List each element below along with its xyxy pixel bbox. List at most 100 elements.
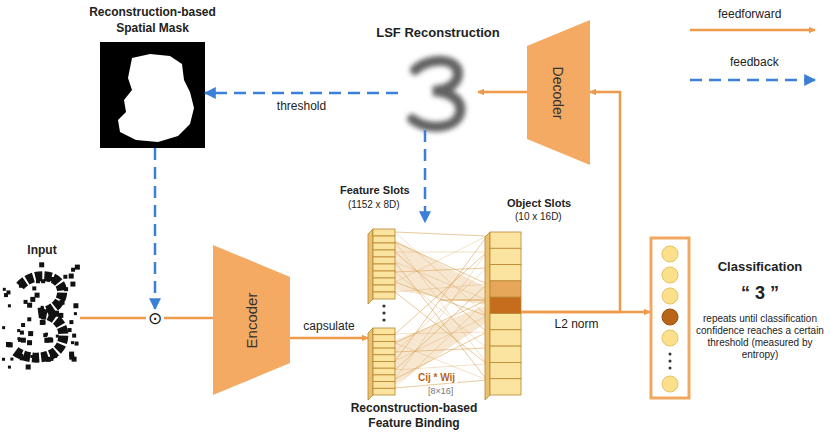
noise-pixel — [40, 320, 45, 325]
slot-cell — [490, 330, 521, 346]
noise-pixel — [35, 293, 40, 298]
binding-band — [395, 240, 487, 305]
noise-pixel — [73, 303, 78, 308]
binding-line — [395, 284, 487, 370]
slot-cell — [373, 236, 395, 243]
noise-pixel — [28, 331, 33, 336]
class-unit-active — [662, 309, 678, 325]
mask-blob — [118, 54, 194, 142]
slot-cell — [373, 348, 395, 355]
noise-pixel — [39, 262, 44, 267]
mask-image — [100, 42, 205, 148]
trapezoid-fill — [527, 20, 590, 165]
slot-cell — [490, 362, 521, 378]
slot-cell — [373, 264, 395, 271]
noise-pixel — [71, 268, 75, 272]
noise-pixel — [70, 282, 75, 287]
ellipsis-dot — [669, 360, 672, 363]
slot-cell — [490, 232, 521, 248]
noise-pixel — [26, 364, 31, 369]
annotation-label: [8×16] — [426, 386, 455, 396]
slot-stack — [368, 328, 395, 400]
binding-line — [395, 232, 487, 236]
node-text: Decoder — [550, 66, 566, 119]
noise-pixel — [50, 358, 53, 361]
edge-label: threshold — [275, 99, 328, 113]
binding-line — [395, 300, 487, 343]
noise-pixel — [69, 352, 74, 357]
class-vector-box — [651, 238, 689, 398]
noise-pixel — [32, 286, 36, 290]
noise-pixel — [10, 358, 13, 361]
noise-pixel — [8, 304, 11, 307]
connector — [424, 130, 427, 222]
binding-line — [395, 332, 487, 334]
noise-pixel — [45, 333, 48, 336]
mask-image-box: Reconstruction-based Spatial Mask — [100, 42, 205, 148]
binding-line — [395, 292, 487, 364]
noise-pixel — [60, 300, 65, 305]
binding-line — [395, 232, 487, 236]
noise-pixel — [27, 303, 32, 308]
noise-pixel — [20, 331, 24, 335]
connector — [205, 92, 398, 95]
noise-pixel — [17, 329, 20, 332]
slot-cell — [373, 355, 395, 362]
class-unit — [662, 267, 678, 283]
node-text: LSF Reconstruction — [358, 25, 518, 41]
noise-pixel — [2, 358, 5, 361]
slot-cell — [490, 379, 521, 395]
node-text: Classification — [696, 259, 824, 274]
noise-pixel — [41, 279, 45, 283]
connector — [440, 300, 485, 301]
noise-pixel — [63, 275, 67, 279]
classification-vector: Classification“ 3 ”repeats until classif… — [650, 237, 826, 399]
slot-cell — [490, 346, 521, 362]
noise-pixel — [42, 320, 46, 324]
slot-cell — [373, 285, 395, 292]
node-text: Object Slots — [507, 197, 571, 209]
noise-pixel — [8, 342, 13, 347]
slot-cell — [490, 248, 521, 264]
noise-pixel — [17, 337, 20, 340]
slot-cell — [373, 250, 395, 257]
annotation-label: Reconstruction-based Feature Binding — [337, 401, 491, 431]
ellipsis-dot — [382, 318, 385, 321]
node-text: Input — [12, 242, 72, 258]
slot-cell — [490, 314, 521, 330]
noise-pixel — [24, 300, 28, 304]
slot-stack — [368, 229, 395, 304]
noise-pixel — [69, 274, 74, 279]
connector — [154, 148, 157, 309]
noise-pixel — [71, 341, 74, 344]
noise-pixel — [20, 354, 23, 357]
node-text: (1152 x 8D) — [348, 199, 400, 211]
connector — [290, 337, 368, 340]
slot-cell — [490, 297, 521, 313]
slot-cell — [490, 281, 521, 297]
noise-pixel — [57, 306, 60, 309]
noise-pixel — [72, 357, 77, 362]
binding-line — [395, 252, 487, 253]
node-text: Feature Slots — [340, 184, 410, 196]
binding-line — [395, 348, 487, 352]
slot-columns — [368, 229, 521, 400]
noise-pixel — [21, 323, 25, 327]
slot-cell — [373, 292, 395, 299]
slot-side — [368, 328, 373, 400]
binding-line — [395, 262, 487, 380]
class-unit — [662, 246, 678, 262]
noise-pixel — [47, 276, 52, 281]
ellipsis-dot — [669, 353, 672, 356]
slot-cell — [373, 375, 395, 382]
input-digit — [14, 276, 63, 358]
hadamard-operator: ⊙ — [146, 309, 164, 327]
slot-stack — [485, 232, 521, 400]
noise-pixel — [72, 334, 76, 338]
noise-pixel — [43, 333, 47, 337]
binding-line — [395, 236, 487, 361]
binding-line — [395, 284, 487, 370]
binding-line — [395, 236, 487, 361]
slot-side — [368, 229, 373, 304]
